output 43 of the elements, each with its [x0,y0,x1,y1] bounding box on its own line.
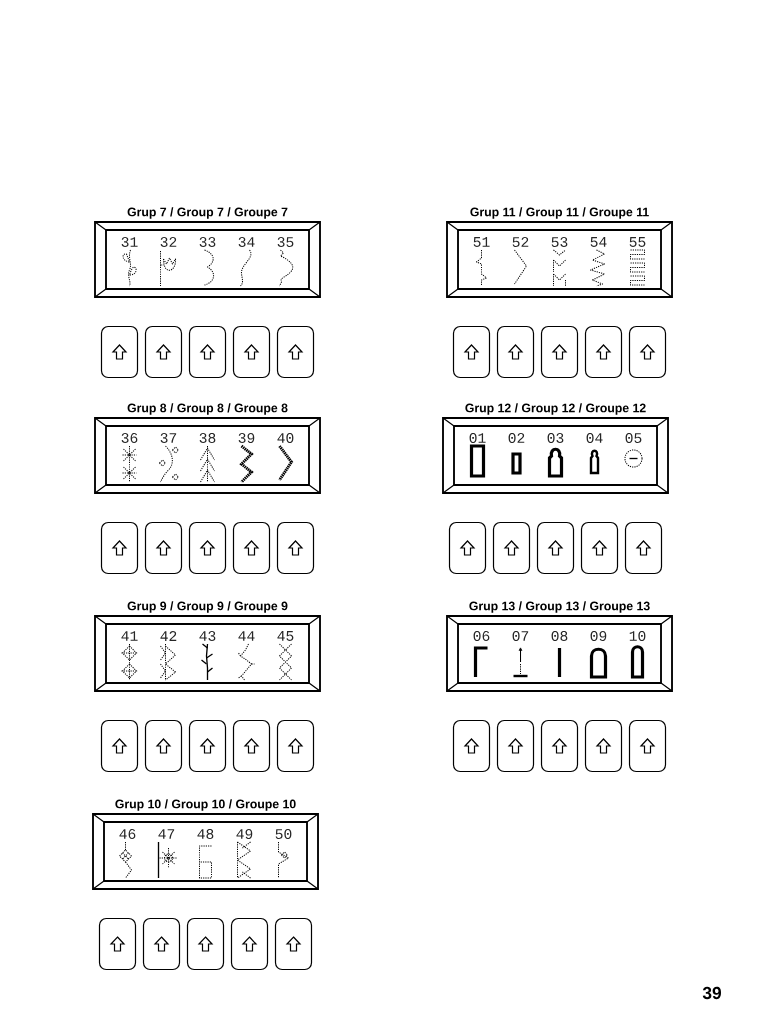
stitch-number: 53 [551,237,568,247]
stitch-number: 08 [551,631,568,641]
stitch-number: 49 [236,829,253,839]
stitch-number: 43 [199,631,216,641]
stitch-number: 45 [277,631,294,641]
stitch-number: 54 [590,237,607,247]
stitch-number: 47 [158,829,175,839]
panel-title: Grup 13 / Group 13 / Groupe 13 [469,601,650,613]
stitch-number: 50 [275,829,292,839]
stitch-number: 44 [238,631,255,641]
stitch-number: 46 [119,829,136,839]
stitch-number: 55 [629,237,646,247]
stitch-number: 38 [199,433,216,443]
stitch-number: 34 [238,237,255,247]
stitch-number: 02 [508,433,525,443]
stitch-number: 35 [277,237,294,247]
stitch-number: 48 [197,829,214,839]
stitch-number: 09 [590,631,607,641]
stitch-number: 04 [586,433,603,443]
panel-title: Grup 11 / Group 11 / Groupe 11 [470,207,649,219]
stitch-number: 42 [160,631,177,641]
stitch-number: 10 [629,631,646,641]
panel-title: Grup 8 / Group 8 / Groupe 8 [127,403,288,415]
stitch-number: 41 [121,631,138,641]
page-number: 39 [702,986,721,1000]
stitch-number: 01 [469,433,486,443]
stitch-number: 51 [473,237,490,247]
stitch-number: 05 [625,433,642,443]
stitch-number: 07 [512,631,529,641]
stitch-number: 37 [160,433,177,443]
stitch-number: 03 [547,433,564,443]
panel-title: Grup 12 / Group 12 / Groupe 12 [465,403,646,415]
stitch-number: 52 [512,237,529,247]
panel-title: Grup 10 / Group 10 / Groupe 10 [115,799,296,811]
stitch-number: 40 [277,433,294,443]
panel-title: Grup 7 / Group 7 / Groupe 7 [127,207,288,219]
stitch-number: 32 [160,237,177,247]
stitch-number: 33 [199,237,216,247]
stitch-number: 31 [121,237,138,247]
stitch-number: 39 [238,433,255,443]
stitch-number: 36 [121,433,138,443]
stitch-number: 06 [473,631,490,641]
panel-title: Grup 9 / Group 9 / Groupe 9 [127,601,288,613]
